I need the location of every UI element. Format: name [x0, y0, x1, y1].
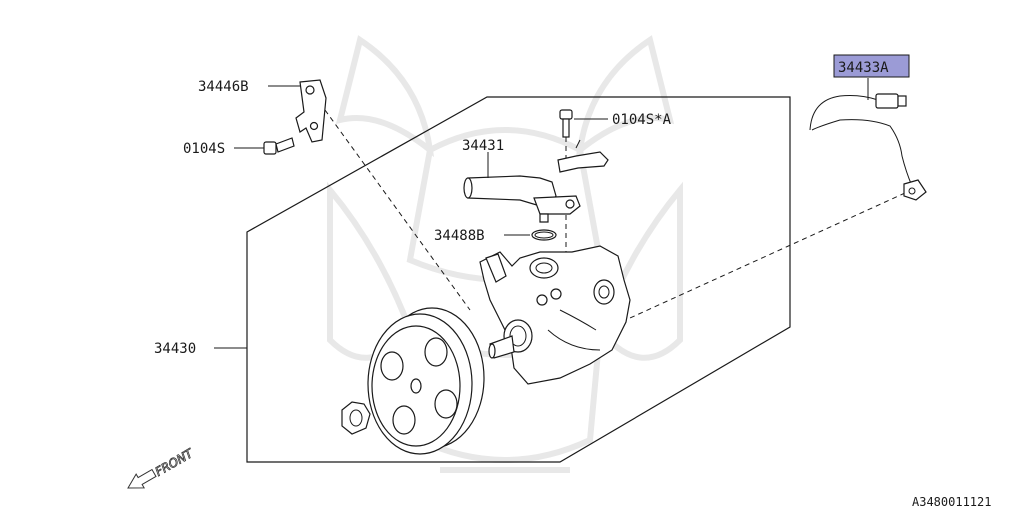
- front-direction-indicator: FRONT: [127, 445, 197, 489]
- diagram-code: A3480011121: [912, 495, 991, 509]
- label-34446B[interactable]: 34446B: [198, 79, 249, 95]
- label-34431[interactable]: 34431: [462, 138, 504, 154]
- pulley-nut-part[interactable]: [341, 401, 371, 435]
- label-0104S-A[interactable]: 0104S*A: [612, 112, 672, 128]
- bolt-top-part[interactable]: [559, 109, 573, 138]
- pipe-part[interactable]: [463, 175, 581, 223]
- pipe-bracket-part[interactable]: [557, 139, 609, 173]
- label-0104S[interactable]: 0104S: [183, 141, 225, 157]
- sensor-harness-part[interactable]: [809, 93, 927, 201]
- front-arrow-icon: [127, 468, 157, 489]
- bracket-part[interactable]: [295, 79, 327, 143]
- label-34488B[interactable]: 34488B: [434, 228, 485, 244]
- o-ring-part[interactable]: [531, 229, 557, 241]
- bolt-left-part[interactable]: [263, 137, 295, 155]
- pump-assembly-outline: [246, 96, 791, 463]
- label-34433A-highlight: [833, 54, 910, 78]
- sensor-alignment-line: [629, 192, 906, 319]
- label-34433A[interactable]: 34433A: [838, 60, 889, 76]
- pump-body-part[interactable]: [479, 245, 631, 385]
- pulley-part[interactable]: [367, 307, 485, 455]
- label-34430[interactable]: 34430: [154, 341, 196, 357]
- front-label: FRONT: [153, 445, 197, 478]
